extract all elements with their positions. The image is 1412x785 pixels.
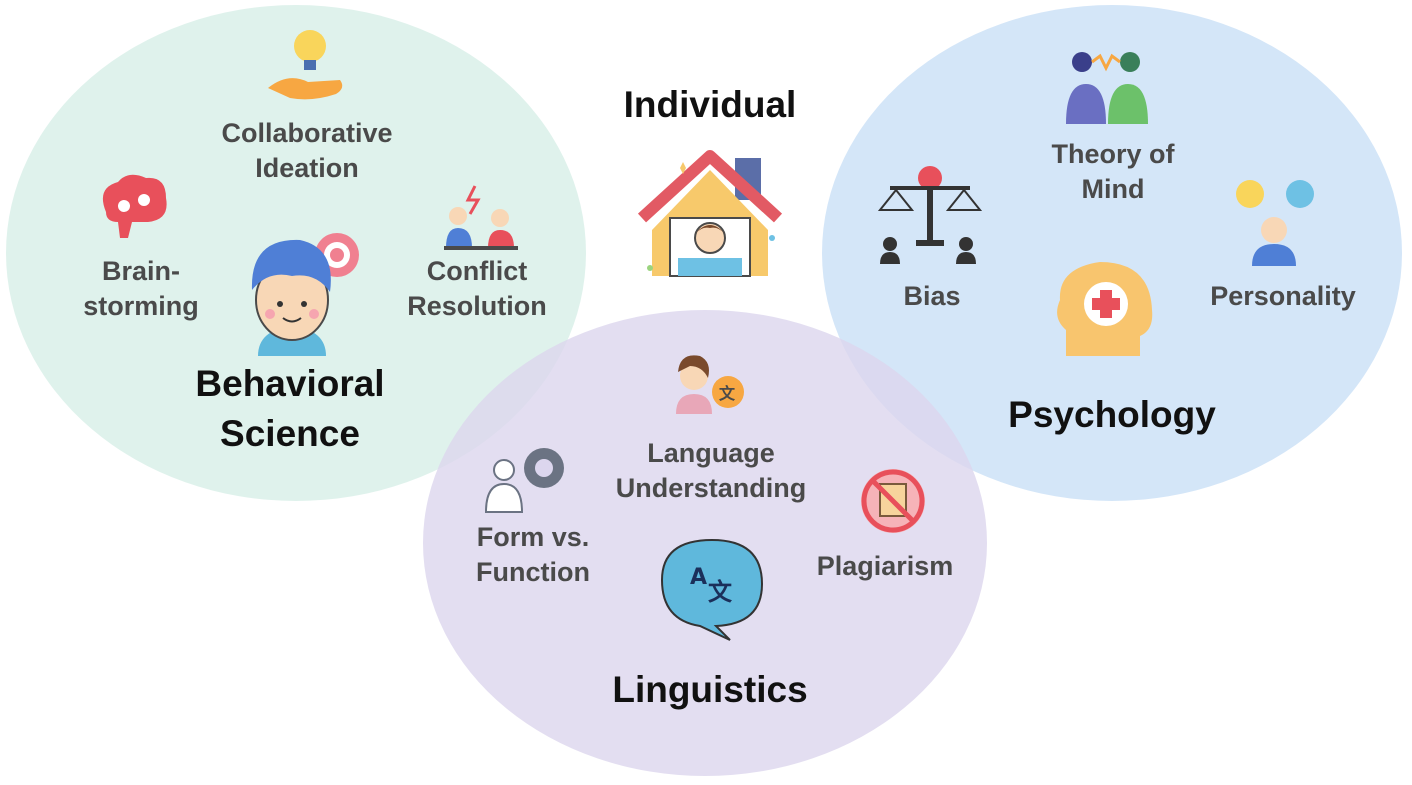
language-understanding-line1: Language	[647, 438, 775, 468]
head-medical-icon	[1057, 262, 1153, 356]
collaborative-ideation-line2: Ideation	[255, 153, 359, 183]
language-understanding-label: Language Understanding	[616, 436, 807, 506]
form-vs-function-label: Form vs. Function	[476, 520, 590, 590]
behavioral-science-title-line2: Science	[220, 413, 360, 454]
conflict-resolution-label: Conflict Resolution	[407, 254, 547, 324]
form-vs-function-line1: Form vs.	[476, 522, 590, 552]
form-vs-function-line2: Function	[476, 557, 590, 587]
linguistics-title: Linguistics	[612, 669, 808, 710]
emotion-face-icon	[1236, 180, 1314, 266]
svg-text:文: 文	[708, 578, 733, 606]
svg-text:文: 文	[719, 384, 736, 403]
collaborative-ideation-line1: Collaborative	[221, 118, 393, 148]
connected-people-icon	[1066, 52, 1148, 124]
brainstorming-line2: storming	[83, 291, 199, 321]
child-with-gear-icon	[251, 233, 359, 356]
conflict-resolution-line2: Resolution	[407, 291, 547, 321]
svg-text:A: A	[690, 565, 707, 590]
diagram-title: Individual	[623, 84, 797, 125]
theory-of-mind-label: Theory of Mind	[1051, 137, 1174, 207]
plagiarism-label: Plagiarism	[816, 551, 954, 581]
behavioral-science-title-line1: Behavioral	[195, 363, 385, 404]
lightbulb-hand-icon	[268, 30, 343, 100]
translate-bubble-icon: A 文	[660, 538, 764, 641]
personality-label: Personality	[1210, 281, 1356, 311]
brain-gears-icon	[102, 174, 167, 238]
no-copy-icon	[861, 469, 925, 533]
brainstorming-label: Brain- storming	[83, 254, 199, 324]
individual-house-icon	[637, 150, 783, 277]
psychology-circle	[822, 5, 1402, 501]
statue-gear-icon	[484, 448, 564, 513]
psychology-title: Psychology	[1008, 394, 1216, 435]
theory-of-mind-line1: Theory of	[1051, 139, 1175, 169]
collaborative-ideation-label: Collaborative Ideation	[221, 116, 392, 186]
person-translate-icon: 文	[676, 355, 744, 414]
balance-scale-icon	[877, 166, 983, 264]
brainstorming-line1: Brain-	[101, 256, 181, 286]
behavioral-science-title: Behavioral Science	[195, 359, 384, 459]
theory-of-mind-line2: Mind	[1081, 174, 1145, 204]
people-argue-icon	[444, 185, 518, 250]
bias-label: Bias	[903, 281, 961, 311]
language-understanding-line2: Understanding	[615, 473, 807, 503]
conflict-resolution-line1: Conflict	[426, 256, 528, 286]
